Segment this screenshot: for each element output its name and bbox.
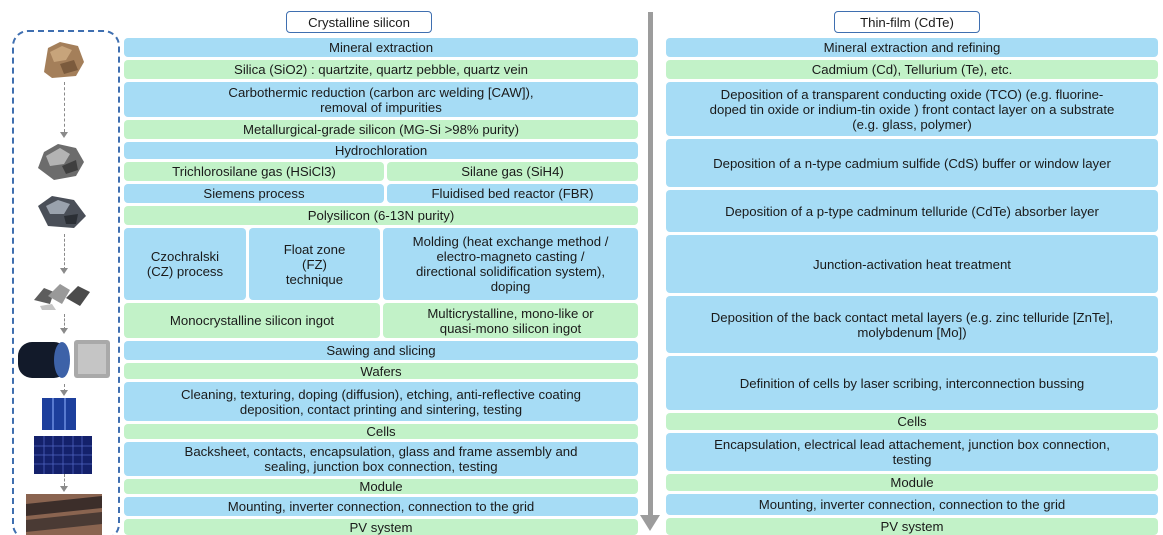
left-mineral-extraction: Mineral extraction [124, 38, 638, 57]
right-cdte-deposition: Deposition of a p-type cadminum tellurid… [666, 190, 1158, 232]
left-mono-ingot: Monocrystalline silicon ingot [124, 303, 380, 338]
left-cells: Cells [124, 424, 638, 439]
left-polysilicon: Polysilicon (6-13N purity) [124, 206, 638, 225]
thin-film-header: Thin-film (CdTe) [834, 11, 980, 33]
thumb-arrow-1 [64, 82, 65, 132]
right-encapsulation: Encapsulation, electrical lead attacheme… [666, 433, 1158, 471]
thumb-arrow-3 [64, 234, 65, 270]
thumbnail-column-frame [12, 30, 120, 535]
left-multi-ingot: Multicrystalline, mono-like or quasi-mon… [383, 303, 638, 338]
left-fbr: Fluidised bed reactor (FBR) [387, 184, 638, 203]
ingot-and-wafer-image [16, 336, 110, 382]
left-mg-si: Metallurgical-grade silicon (MG-Si >98% … [124, 120, 638, 139]
left-carbothermic-reduction: Carbothermic reduction (carbon arc weldi… [124, 82, 638, 117]
left-backsheet: Backsheet, contacts, encapsulation, glas… [124, 442, 638, 476]
right-cell-definition: Definition of cells by laser scribing, i… [666, 356, 1158, 410]
right-mineral-refining: Mineral extraction and refining [666, 38, 1158, 57]
left-silica: Silica (SiO2) : quartzite, quartz pebble… [124, 60, 638, 79]
right-cadmium-tellurium: Cadmium (Cd), Tellurium (Te), etc. [666, 60, 1158, 79]
silicon-fragments-image [32, 278, 92, 312]
crystalline-silicon-header: Crystalline silicon [286, 11, 432, 33]
left-sawing: Sawing and slicing [124, 341, 638, 360]
left-float-zone: Float zone (FZ) technique [249, 228, 380, 300]
left-hydrochloration: Hydrochloration [124, 142, 638, 159]
thumb-arrow-1-head [60, 132, 68, 138]
thumb-arrow-3-head [60, 268, 68, 274]
silicon-lump-image [36, 142, 86, 182]
solar-module-image [34, 436, 92, 474]
thumb-arrow-5 [64, 384, 65, 392]
right-back-contact: Deposition of the back contact metal lay… [666, 296, 1158, 353]
left-pv-system: PV system [124, 519, 638, 535]
polysilicon-chunk-image [34, 192, 90, 232]
left-mounting: Mounting, inverter connection, connectio… [124, 497, 638, 516]
main-flow-arrow-shaft [648, 12, 653, 517]
thumb-arrow-6 [64, 474, 65, 486]
right-cds-deposition: Deposition of a n-type cadmium sulfide (… [666, 139, 1158, 187]
thumb-arrow-4 [64, 314, 65, 330]
thumb-arrow-6-head [60, 486, 68, 492]
right-mounting: Mounting, inverter connection, connectio… [666, 494, 1158, 515]
left-wafers: Wafers [124, 363, 638, 379]
solar-cell-image [42, 398, 76, 430]
left-trichlorosilane: Trichlorosilane gas (HSiCl3) [124, 162, 384, 181]
left-siemens-process: Siemens process [124, 184, 384, 203]
right-tco-deposition: Deposition of a transparent conducting o… [666, 82, 1158, 136]
left-czochralski: Czochralski (CZ) process [124, 228, 246, 300]
left-cleaning: Cleaning, texturing, doping (diffusion),… [124, 382, 638, 421]
quartz-rock-image [40, 38, 86, 80]
right-pv-system: PV system [666, 518, 1158, 535]
pv-array-image [26, 494, 102, 535]
thumb-arrow-4-head [60, 328, 68, 334]
thumb-arrow-5-head [60, 390, 68, 396]
right-module: Module [666, 474, 1158, 491]
main-flow-arrow-head [640, 515, 660, 531]
left-module: Module [124, 479, 638, 494]
left-molding: Molding (heat exchange method / electro-… [383, 228, 638, 300]
left-silane: Silane gas (SiH4) [387, 162, 638, 181]
right-cells: Cells [666, 413, 1158, 430]
right-junction-activation: Junction-activation heat treatment [666, 235, 1158, 293]
